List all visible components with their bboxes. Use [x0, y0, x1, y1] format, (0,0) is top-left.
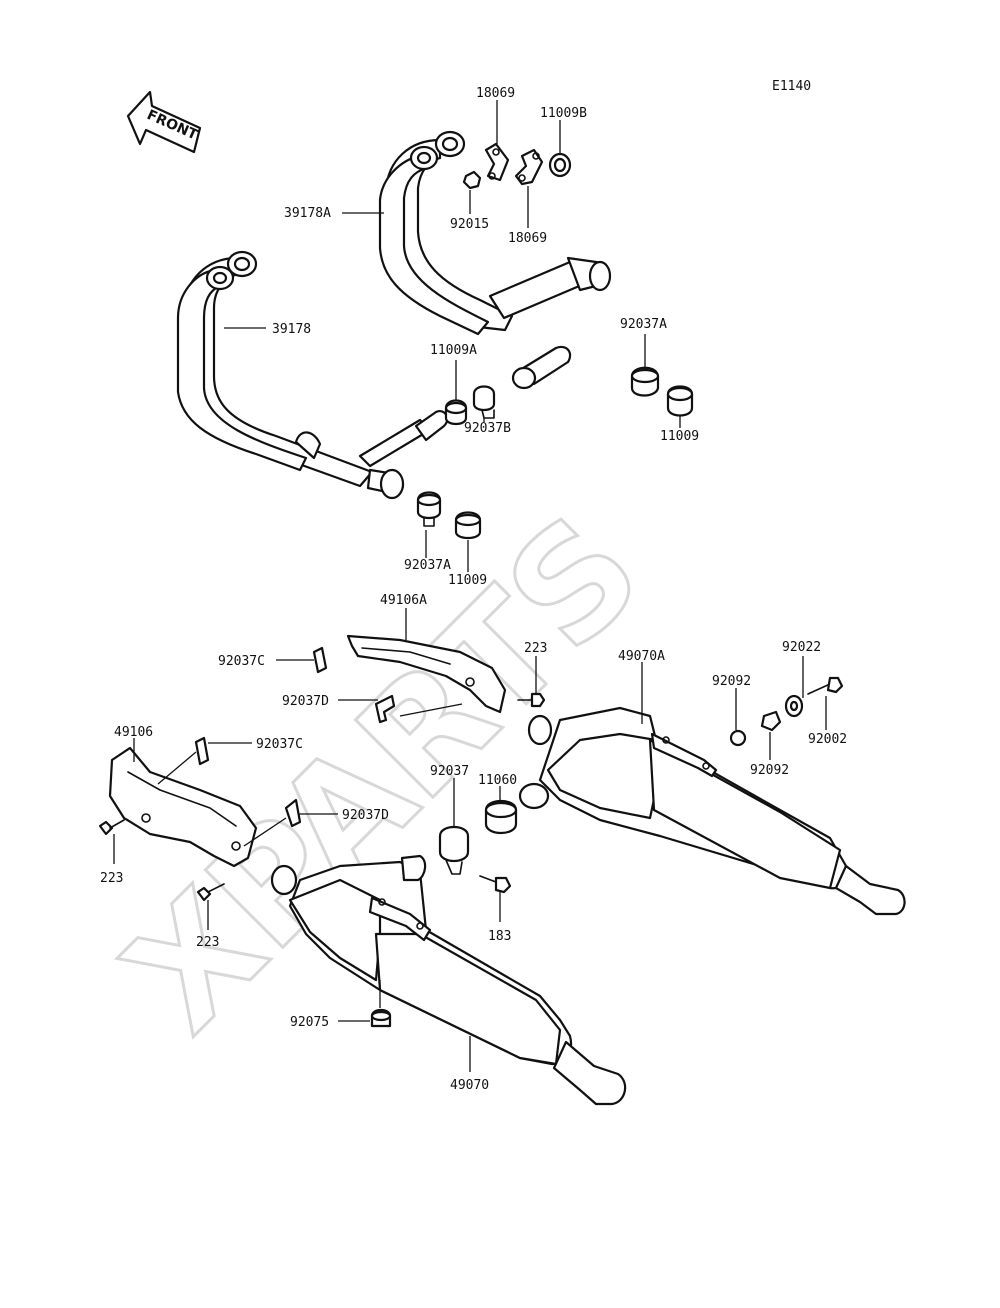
- bolt-223-left: [98, 819, 125, 836]
- label-11009B: 11009B: [540, 106, 587, 121]
- label-223-top: 223: [524, 641, 547, 656]
- label-92015: 92015: [450, 217, 489, 232]
- label-39178: 39178: [272, 322, 311, 337]
- label-92092-bottom: 92092: [750, 763, 789, 778]
- label-92002: 92002: [808, 732, 847, 747]
- cap-92075: [370, 1008, 392, 1028]
- label-11009A: 11009A: [430, 343, 477, 358]
- label-92037C-left: 92037C: [256, 737, 303, 752]
- label-49106: 49106: [114, 725, 153, 740]
- label-92022: 92022: [782, 640, 821, 655]
- clamp-92037A-right: [630, 366, 660, 397]
- clamp-92037A-bottom: [416, 491, 442, 527]
- clip-92037D-left: [284, 798, 302, 828]
- bolt-223-bottom: [196, 883, 225, 902]
- muffler-49070: [270, 854, 627, 1106]
- diagram-code: E1140: [772, 79, 811, 94]
- label-92037A-bottom: 92037A: [404, 558, 451, 573]
- clamp-92037: [438, 825, 470, 875]
- clamp-92037B: [472, 385, 496, 419]
- label-11009-bottom: 11009: [448, 573, 487, 588]
- label-92037A-right: 92037A: [620, 317, 667, 332]
- label-92037C-top: 92037C: [218, 654, 265, 669]
- hardware-92092-92022-92002: [729, 676, 844, 747]
- clip-92037C-top: [312, 646, 328, 674]
- flange-18069-top: [484, 142, 510, 182]
- clip-92037D-top: [374, 694, 396, 724]
- gasket-11009-right: [666, 385, 694, 417]
- label-18069-bottom: 18069: [508, 231, 547, 246]
- header-pipe-39178: [176, 250, 449, 500]
- leader-lines: [113, 100, 827, 1072]
- gasket-11009B: [548, 152, 572, 178]
- header-pipe-39178A: [378, 130, 612, 390]
- label-92075: 92075: [290, 1015, 329, 1030]
- nut-92015: [462, 170, 482, 190]
- front-arrow-icon: FRONT: [126, 90, 202, 154]
- heat-cover-49106A: [346, 634, 507, 714]
- gasket-11060: [484, 799, 518, 835]
- label-92037D-left: 92037D: [342, 808, 389, 823]
- bolt-183: [479, 875, 512, 894]
- label-49106A: 49106A: [380, 593, 427, 608]
- label-49070: 49070: [450, 1078, 489, 1093]
- label-92037: 92037: [430, 764, 469, 779]
- gasket-11009-bottom: [454, 511, 482, 540]
- label-223-left: 223: [100, 871, 123, 886]
- gasket-11009A: [444, 399, 468, 426]
- label-92092-top: 92092: [712, 674, 751, 689]
- heat-cover-49106: [108, 746, 258, 868]
- label-18069-top: 18069: [476, 86, 515, 101]
- label-39178A: 39178A: [284, 206, 331, 221]
- flange-18069-bottom: [514, 148, 544, 186]
- label-92037D-top: 92037D: [282, 694, 329, 709]
- label-11060: 11060: [478, 773, 517, 788]
- part-labels: 18069 11009B 39178A 92015 18069 39178 92…: [100, 86, 847, 1093]
- clip-92037C-left: [194, 736, 210, 766]
- label-183: 183: [488, 929, 511, 944]
- label-92037B: 92037B: [464, 421, 511, 436]
- bolt-223-top: [517, 692, 546, 708]
- label-223-bottom: 223: [196, 935, 219, 950]
- muffler-49070A: [518, 706, 906, 916]
- label-49070A: 49070A: [618, 649, 665, 664]
- label-11009-right: 11009: [660, 429, 699, 444]
